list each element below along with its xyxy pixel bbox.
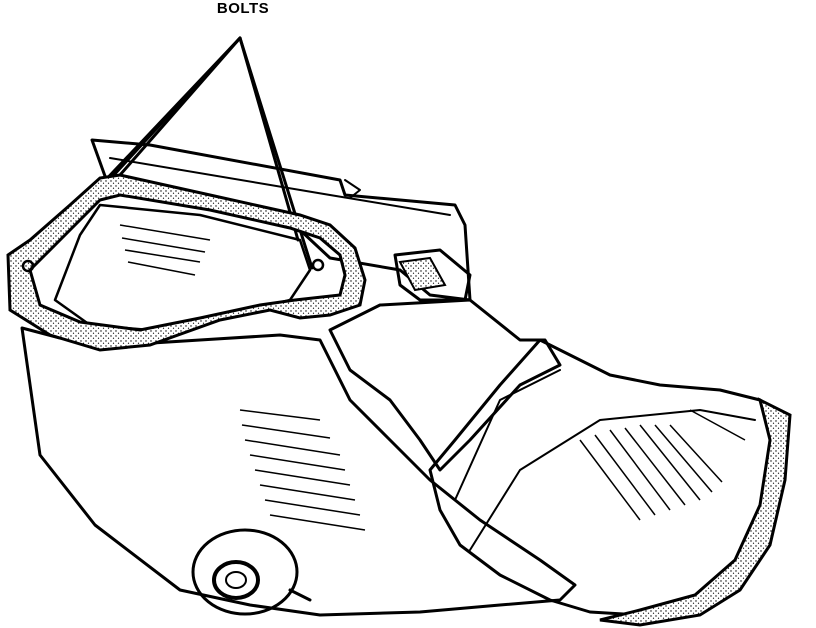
housing-shading <box>119 224 366 531</box>
funnel-shading <box>579 409 746 521</box>
drain-fitting <box>191 528 312 616</box>
outlet-funnel <box>428 338 792 627</box>
side-bracket <box>393 248 472 302</box>
housing-body <box>20 138 577 617</box>
callout-label-bolts: BOLTS <box>216 0 270 17</box>
cavity-gasket <box>6 173 367 352</box>
